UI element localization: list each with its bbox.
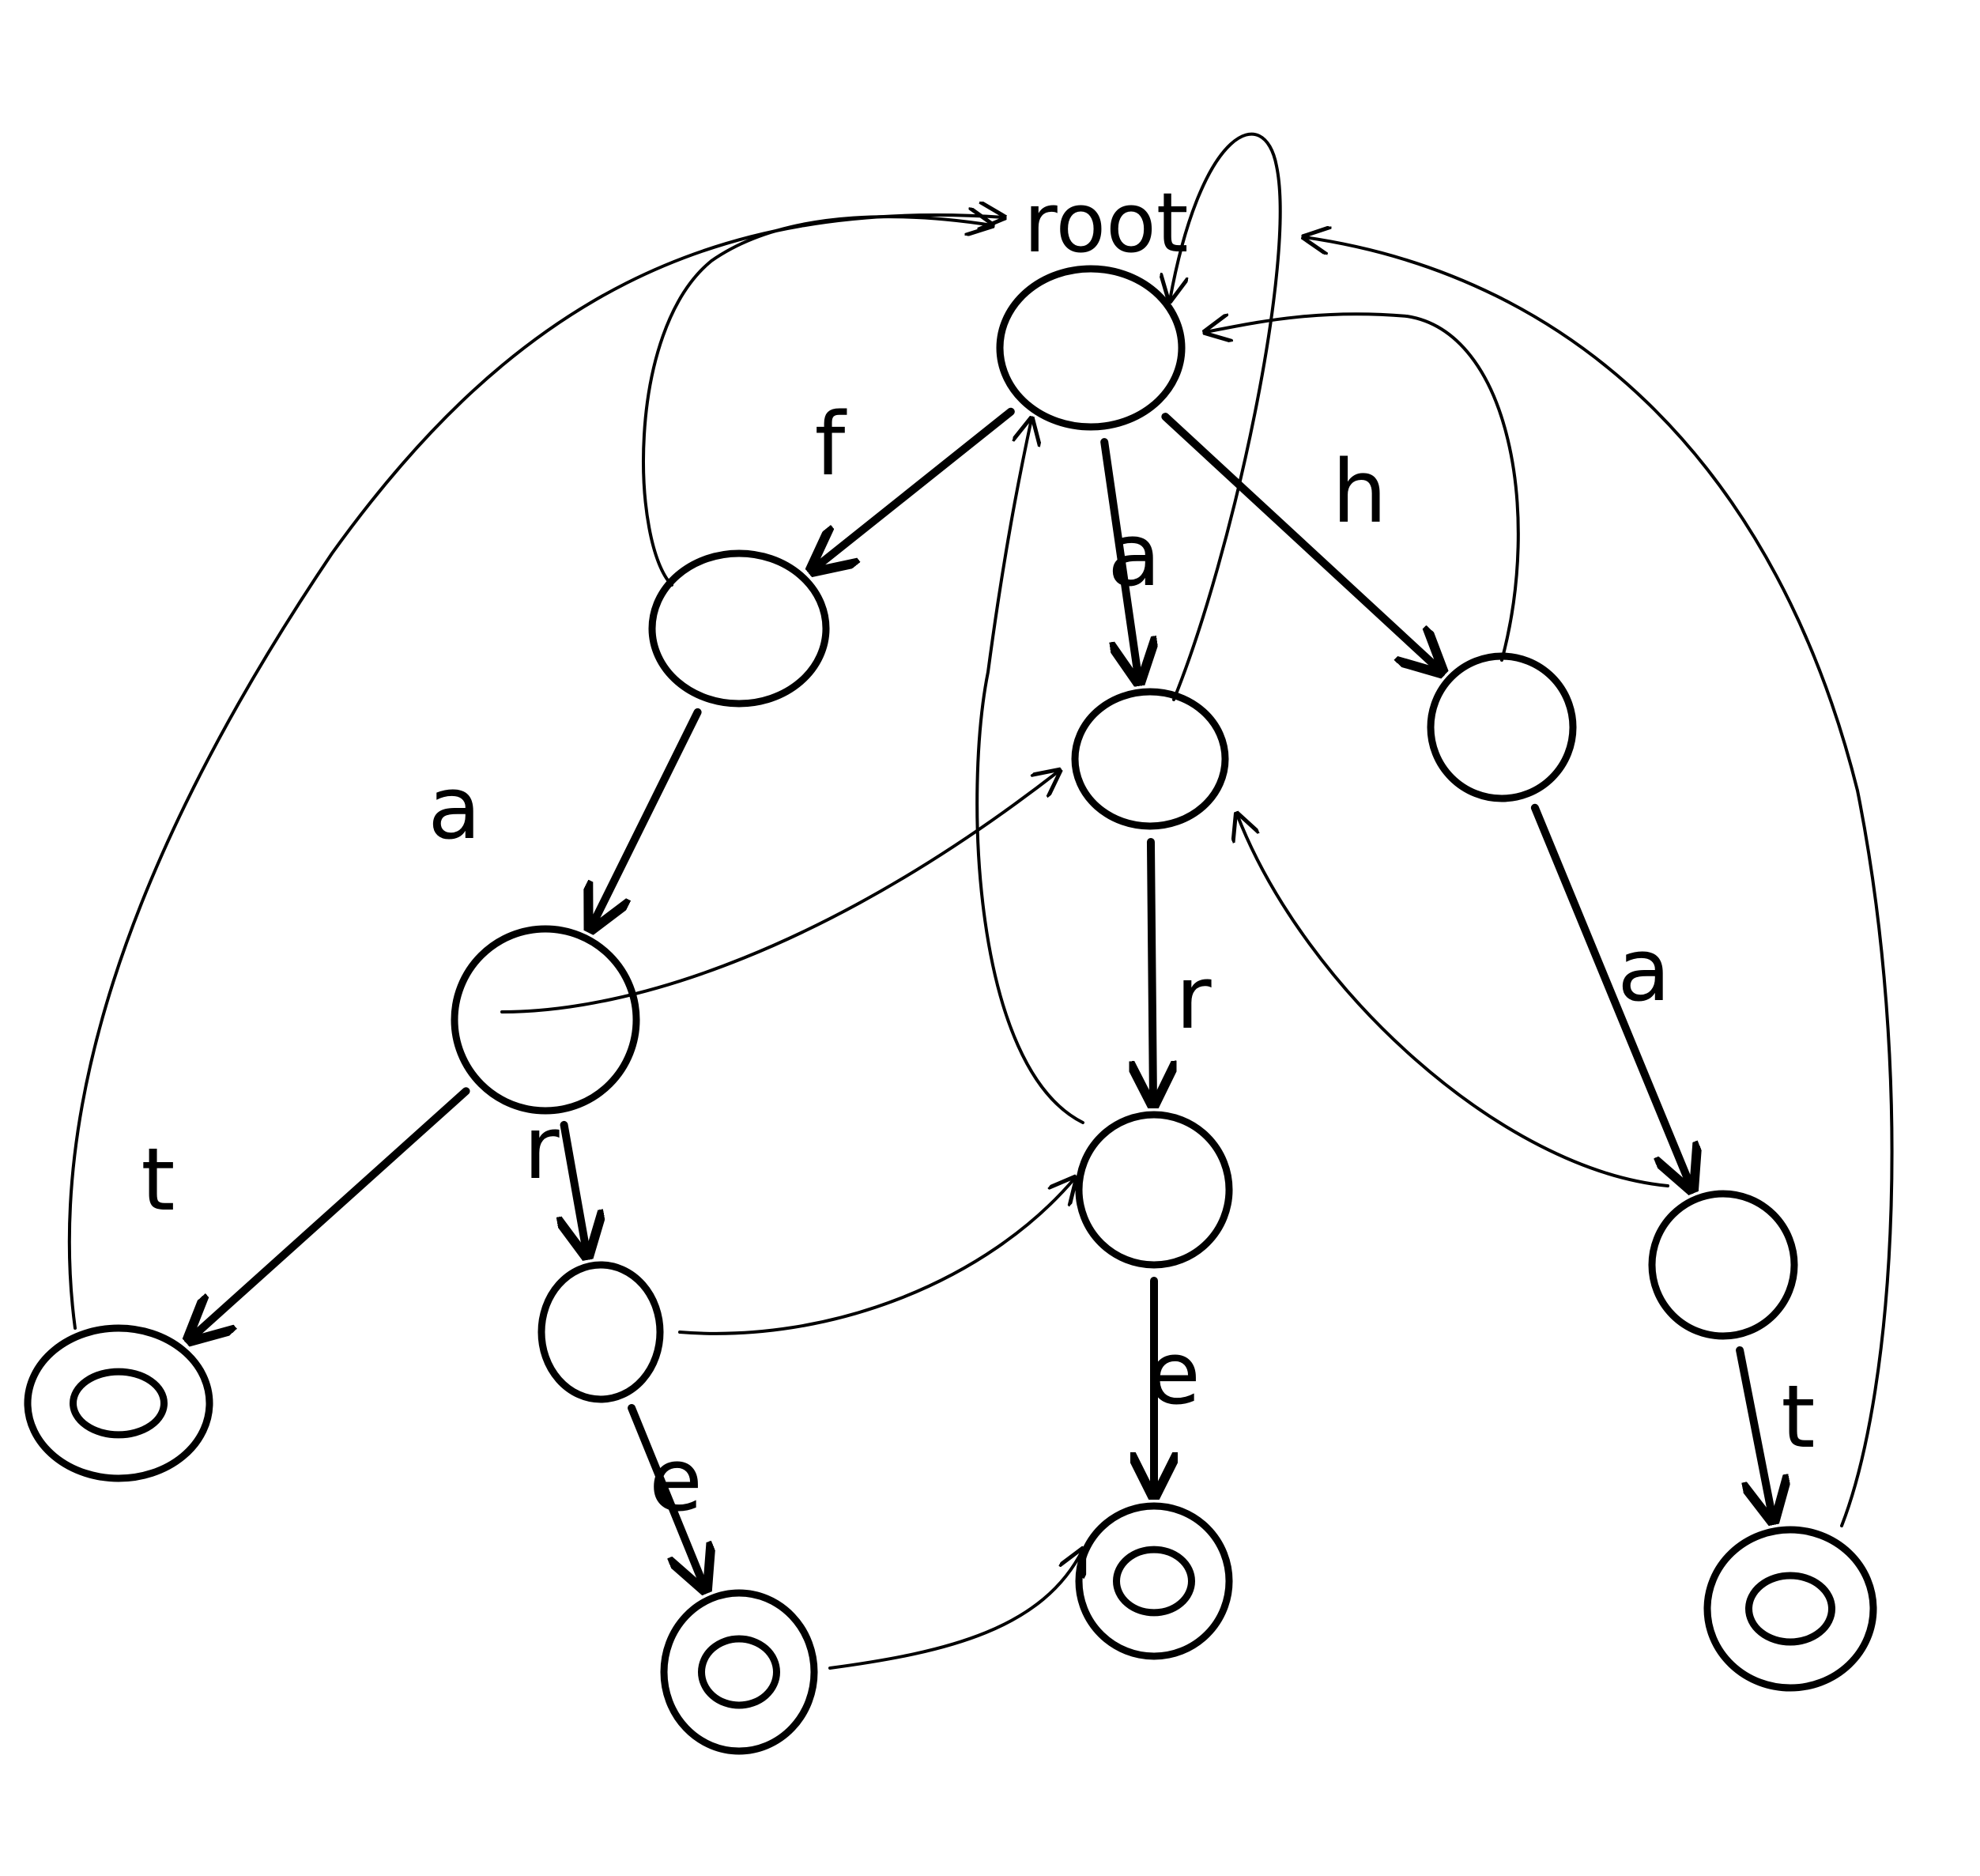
node-root (996, 265, 1186, 431)
node-circle (1648, 1190, 1798, 1340)
node-fare (660, 1589, 818, 1755)
failure-link-fat-root (67, 215, 1004, 1330)
node-circle (1075, 1502, 1233, 1660)
node-a (1071, 688, 1229, 830)
edge-label-f-fa: a (428, 757, 481, 859)
edge-f-fa (590, 708, 702, 929)
terminal-marker (1745, 1572, 1835, 1646)
node-circle (660, 1589, 818, 1755)
trie-nodes (24, 265, 1877, 1755)
edge-label-root-f: f (815, 394, 847, 495)
edge-label-ha-hat: t (1781, 1366, 1815, 1467)
node-f (648, 549, 830, 708)
edge-root-h (1161, 413, 1441, 671)
node-circle (648, 549, 830, 708)
edge-label-root-a: a (1107, 504, 1160, 606)
failure-link-hat-root (1304, 237, 1894, 1527)
edge-label-fa-far: r (523, 1097, 560, 1198)
edge-far-fare (628, 1404, 705, 1589)
failure-link-h-root (1205, 312, 1520, 662)
node-fat (24, 1324, 213, 1482)
trie-edges (190, 407, 1773, 1589)
edge-label-a-ar: r (1175, 947, 1212, 1048)
terminal-marker (1113, 1546, 1195, 1617)
edge-root-f (813, 407, 1015, 570)
node-circle (1071, 688, 1229, 830)
failure-link-a-root (1170, 132, 1282, 701)
edge-fa-fat (190, 1087, 470, 1339)
edge-label-h-ha: a (1617, 919, 1670, 1021)
failure-link-far-ar (678, 1178, 1075, 1335)
node-fa (451, 925, 640, 1115)
edge-label-far-fare: e (649, 1429, 703, 1531)
node-are (1075, 1502, 1233, 1660)
edge-a-ar (1151, 837, 1153, 1104)
terminal-marker (70, 1368, 168, 1439)
edge-label-fa-fat: t (141, 1129, 175, 1230)
edge-h-ha (1530, 803, 1692, 1189)
node-circle (1427, 652, 1577, 802)
node-circle (24, 1324, 213, 1482)
edge-label-root-h: h (1332, 441, 1387, 542)
node-circle (1703, 1526, 1877, 1692)
node-circle (1075, 1111, 1233, 1269)
edge-labels: f a h a r a t r e t e (141, 394, 1815, 1531)
node-far (537, 1261, 664, 1403)
edge-root-a (1100, 438, 1139, 681)
node-hat (1703, 1526, 1877, 1692)
node-circle (996, 265, 1186, 431)
edge-fa-far (564, 1120, 587, 1255)
node-circle (451, 925, 640, 1115)
terminal-marker (698, 1635, 780, 1709)
edge-ha-hat (1736, 1346, 1773, 1520)
failure-links (67, 132, 1894, 1670)
node-circle (537, 1261, 664, 1403)
failure-link-ha-a (1237, 814, 1669, 1187)
edge-label-ar-are: e (1147, 1323, 1201, 1424)
failure-link-fare-are (828, 1549, 1083, 1670)
failure-link-ar-root (975, 419, 1084, 1124)
node-ar (1075, 1111, 1233, 1269)
node-ha (1648, 1190, 1798, 1340)
failure-link-fa-a (500, 771, 1059, 1013)
node-h (1427, 652, 1577, 802)
root-label: root (1024, 175, 1189, 271)
